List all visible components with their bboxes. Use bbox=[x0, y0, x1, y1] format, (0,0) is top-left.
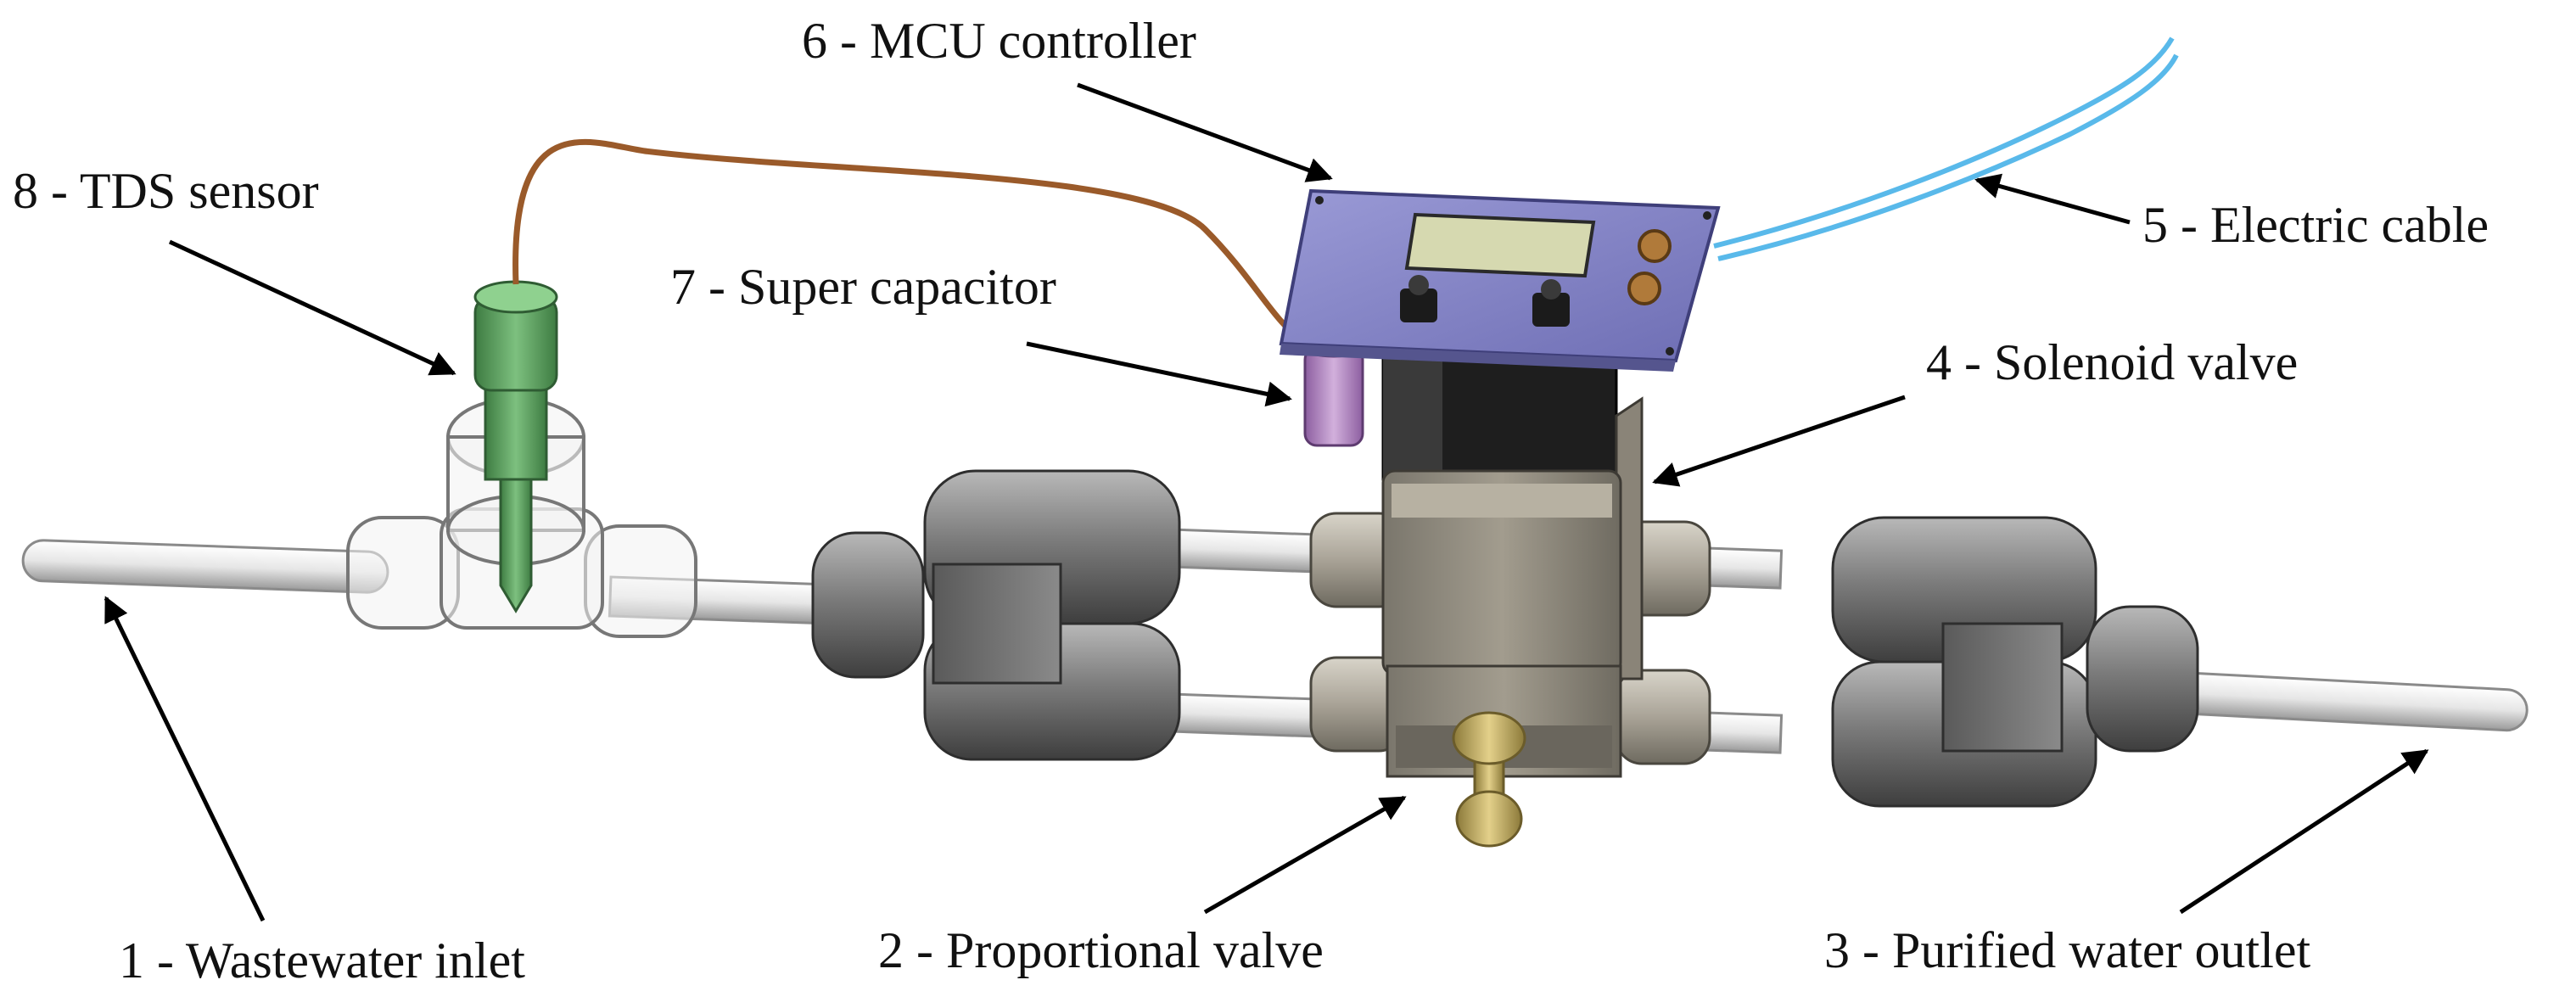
arrow-super-capacitor bbox=[1026, 341, 1292, 407]
outlet-pipe bbox=[2170, 671, 2528, 732]
inlet-pipe bbox=[21, 539, 389, 594]
proportional-valve bbox=[1386, 664, 1622, 848]
label-solenoid-valve: 4 - Solenoid valve bbox=[1926, 334, 2298, 390]
mcu-controller bbox=[1279, 188, 1721, 372]
arrow-purified-water-outlet bbox=[2179, 748, 2429, 915]
arrow-solenoid-valve bbox=[1652, 395, 1906, 487]
arrow-mcu-controller bbox=[1077, 82, 1333, 182]
electric-cable bbox=[1713, 36, 2179, 261]
right-filter-housing bbox=[1831, 516, 2199, 808]
label-wastewater-inlet: 1 - Wastewater inlet bbox=[119, 932, 525, 988]
tds-sensor bbox=[473, 280, 558, 613]
label-purified-water-outlet: 3 - Purified water outlet bbox=[1824, 922, 2310, 978]
left-filter-housing bbox=[811, 469, 1181, 761]
mcu-connector-top bbox=[1638, 229, 1672, 263]
arrow-proportional-valve bbox=[1203, 795, 1407, 915]
label-electric-cable: 5 - Electric cable bbox=[2142, 197, 2489, 253]
leader-arrows bbox=[104, 82, 2429, 922]
arrow-tds-sensor bbox=[168, 239, 456, 376]
lcd-display bbox=[1404, 212, 1596, 278]
mcu-button-left bbox=[1400, 275, 1437, 322]
sensor-wire bbox=[512, 138, 1308, 346]
label-tds-sensor: 8 - TDS sensor bbox=[13, 163, 319, 219]
arrow-wastewater-inlet bbox=[104, 596, 266, 922]
mcu-button-right bbox=[1532, 279, 1570, 327]
solenoid-valve bbox=[1381, 350, 1644, 680]
arrow-electric-cable bbox=[1974, 173, 2131, 225]
mcu-connector-bottom bbox=[1627, 272, 1661, 305]
label-proportional-valve: 2 - Proportional valve bbox=[878, 922, 1324, 978]
couplers bbox=[1309, 512, 1711, 765]
label-mcu-controller: 6 - MCU controller bbox=[802, 13, 1196, 69]
label-super-capacitor: 7 - Super capacitor bbox=[670, 259, 1056, 315]
